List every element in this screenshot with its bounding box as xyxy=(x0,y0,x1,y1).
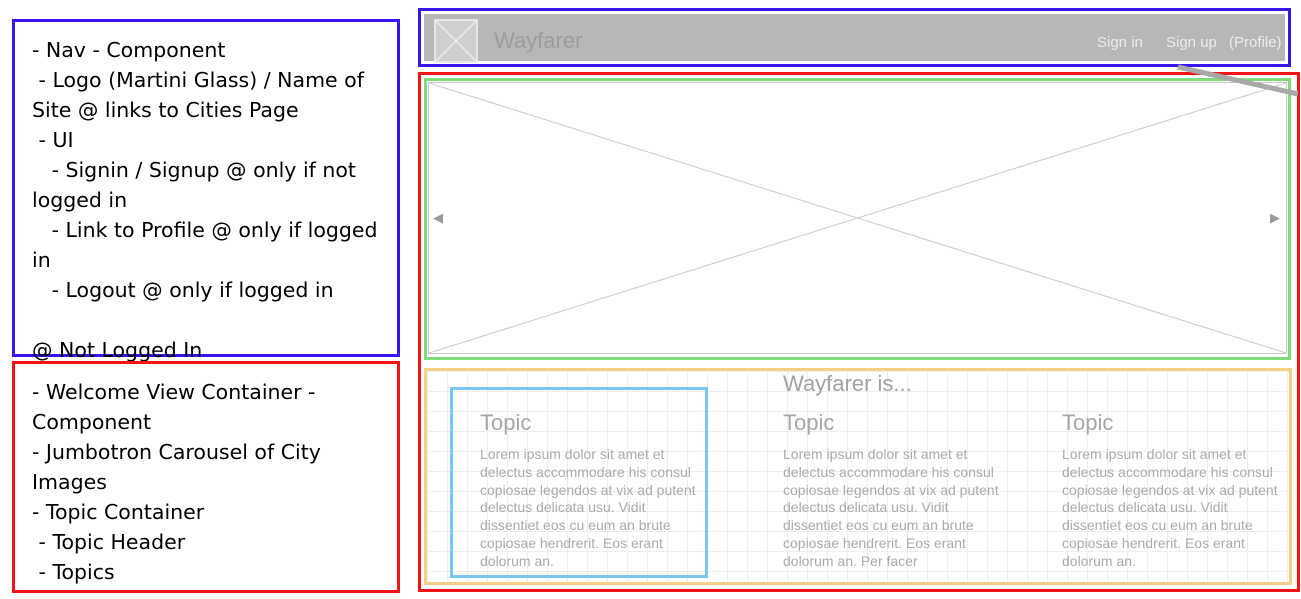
topic-card: Topic Lorem ipsum dolor sit amet et dele… xyxy=(783,410,1005,571)
jumbotron-carousel[interactable]: ◀ ▶ xyxy=(428,82,1287,354)
topic-card: Topic Lorem ipsum dolor sit amet et dele… xyxy=(480,410,702,571)
topic-card: Topic Lorem ipsum dolor sit amet et dele… xyxy=(1062,410,1284,571)
sign-in-link[interactable]: Sign in xyxy=(1097,34,1143,51)
topic-container-frame xyxy=(424,368,1292,585)
site-name-link[interactable]: Wayfarer xyxy=(494,28,583,53)
topic-title: Topic xyxy=(1062,410,1114,435)
topic-title: Topic xyxy=(480,410,532,435)
logo-placeholder-icon[interactable] xyxy=(434,19,478,63)
image-placeholder-icon xyxy=(436,21,476,61)
carousel-next-arrow-icon[interactable]: ▶ xyxy=(1270,211,1280,226)
carousel-prev-arrow-icon[interactable]: ◀ xyxy=(433,211,443,226)
carousel-image-placeholder-icon xyxy=(429,83,1286,353)
topic-title: Topic xyxy=(783,410,835,435)
navbar: Wayfarer Sign in Sign up (Profile) xyxy=(424,14,1285,63)
topic-body: Lorem ipsum dolor sit amet et delectus a… xyxy=(783,446,999,569)
nav-component-note: - Nav - Component - Logo (Martini Glass)… xyxy=(12,19,400,362)
topic-body: Lorem ipsum dolor sit amet et delectus a… xyxy=(480,446,696,569)
overlap-stroke xyxy=(1177,64,1299,97)
carousel-frame xyxy=(424,78,1291,360)
welcome-view-container-frame xyxy=(418,72,1300,592)
welcome-component-note: - Welcome View Container - Component - J… xyxy=(12,361,400,593)
profile-link[interactable]: (Profile) xyxy=(1229,34,1282,51)
topic-highlight-frame xyxy=(450,387,708,578)
sign-up-link[interactable]: Sign up xyxy=(1166,34,1217,51)
topic-body: Lorem ipsum dolor sit amet et delectus a… xyxy=(1062,446,1278,569)
nav-component-frame: Wayfarer Sign in Sign up (Profile) xyxy=(418,8,1291,67)
topic-header: Wayfarer is... xyxy=(783,371,912,396)
nav-note-text: - Nav - Component - Logo (Martini Glass)… xyxy=(32,38,378,362)
welcome-note-text: - Welcome View Container - Component - J… xyxy=(32,380,321,584)
